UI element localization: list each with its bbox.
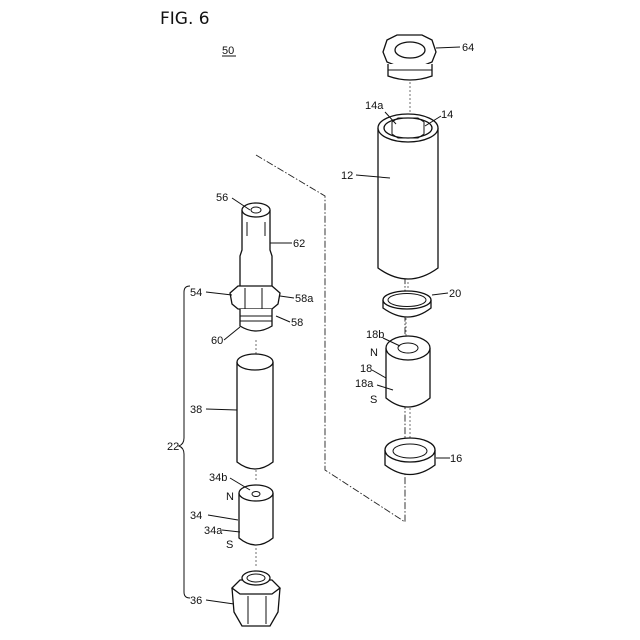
stem-part-62 (240, 203, 272, 290)
label-60: 60 (211, 335, 223, 347)
label-34a: 34a (204, 525, 223, 537)
label-34: 34 (190, 510, 202, 522)
label-34b: 34b (209, 472, 227, 484)
cap-part-64 (383, 35, 436, 80)
base-part-36 (232, 571, 280, 626)
hex-nut-part-54 (230, 286, 280, 309)
label-s-pole-lower: S (226, 539, 233, 551)
assembly-reference: 50 (222, 45, 234, 57)
label-38: 38 (190, 404, 202, 416)
label-22: 22 (167, 441, 179, 453)
label-n-pole-lower: N (226, 491, 234, 503)
label-36: 36 (190, 595, 202, 607)
housing-part-12 (378, 114, 438, 279)
label-12: 12 (341, 170, 353, 182)
label-16: 16 (450, 453, 462, 465)
label-58: 58 (291, 317, 303, 329)
label-18a: 18a (355, 378, 374, 390)
label-20: 20 (449, 288, 461, 300)
threaded-end-part-58 (240, 309, 272, 331)
label-56: 56 (216, 192, 228, 204)
label-n-pole-upper: N (370, 347, 378, 359)
label-64: 64 (462, 42, 474, 54)
label-14a: 14a (365, 100, 384, 112)
assembly-brace-22 (179, 286, 190, 598)
ring-part-20 (383, 291, 431, 317)
label-18: 18 (360, 363, 372, 375)
label-62: 62 (293, 238, 305, 250)
label-54: 54 (190, 287, 202, 299)
magnet-part-18 (386, 336, 430, 407)
label-s-pole-upper: S (370, 394, 377, 406)
magnet-part-34 (239, 485, 273, 545)
label-58a: 58a (295, 293, 314, 305)
collar-part-16 (385, 438, 435, 475)
tube-part-38 (237, 354, 273, 469)
label-14: 14 (441, 109, 453, 121)
figure-title: FIG. 6 (160, 9, 210, 29)
label-18b: 18b (366, 329, 384, 341)
